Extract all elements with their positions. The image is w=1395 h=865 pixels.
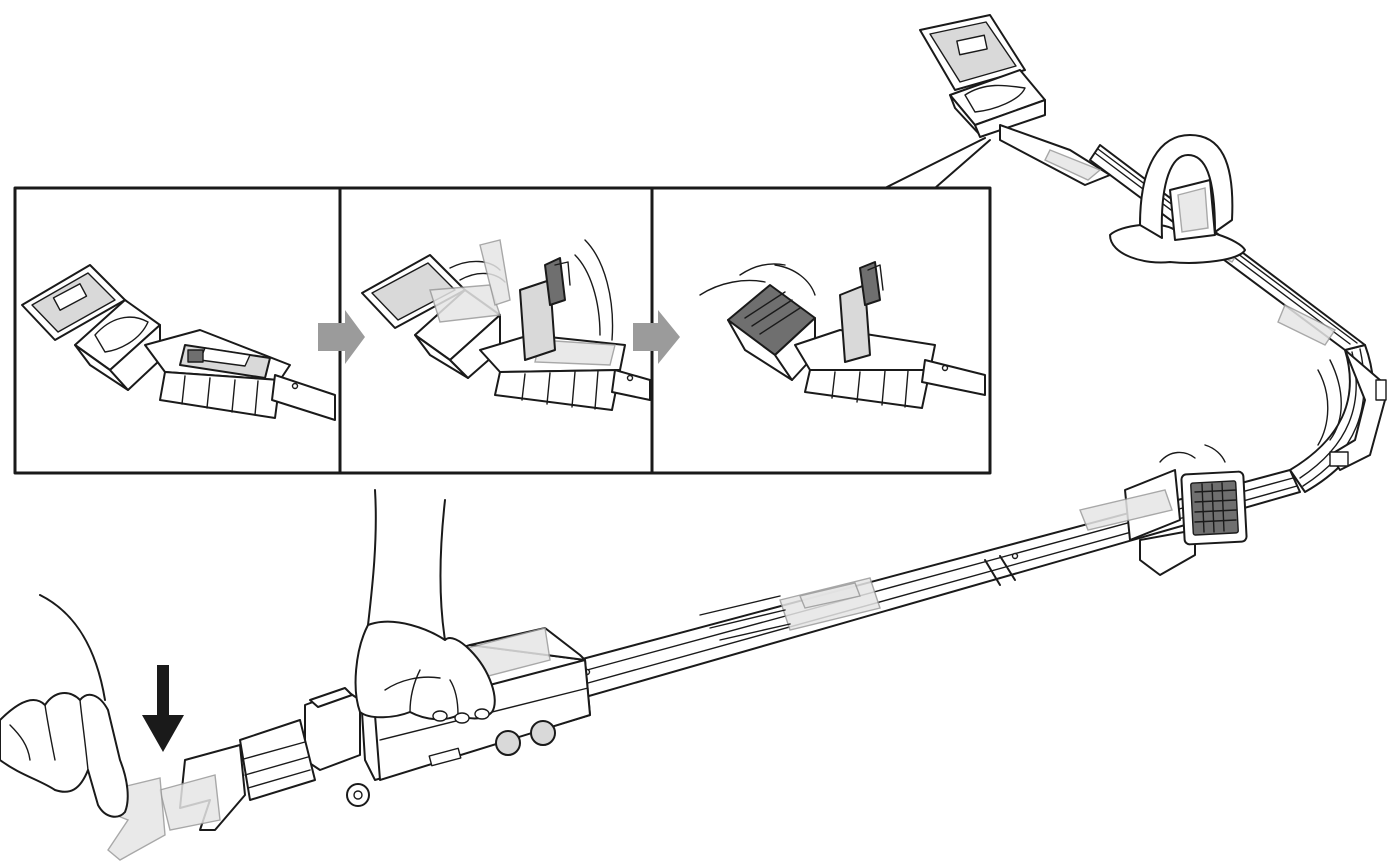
- down-arrow-icon: [142, 665, 184, 752]
- launcher-unit: [108, 628, 590, 860]
- finish-ramp-gate: [1080, 445, 1247, 575]
- hand-hold-icon: [356, 490, 495, 723]
- arch-gate: [1110, 135, 1245, 263]
- hand-press-icon: [0, 595, 128, 817]
- top-garage-box: [885, 15, 1110, 188]
